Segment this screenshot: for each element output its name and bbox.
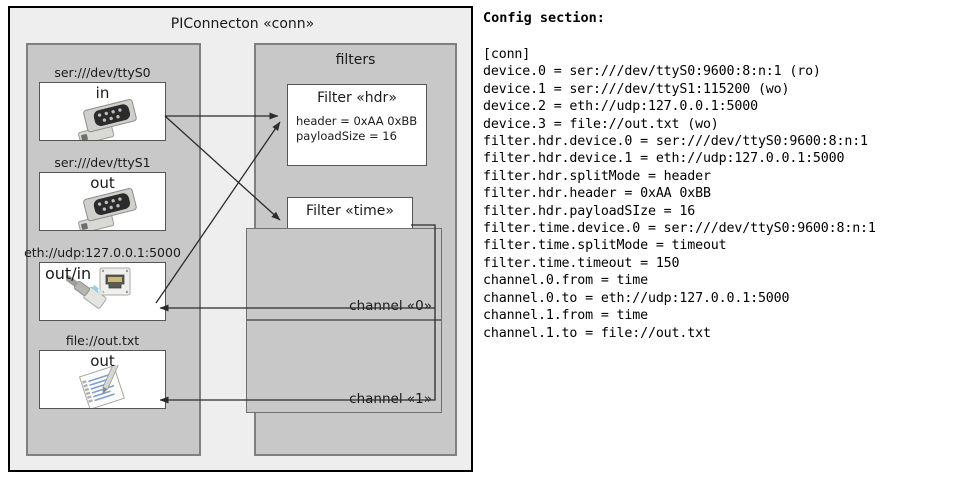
channel-1[interactable]: channel «1» — [246, 320, 442, 413]
diagram-title: PIConnecton «conn» — [170, 16, 315, 32]
config-text: [conn] device.0 = ser:///dev/ttyS0:9600:… — [483, 47, 876, 341]
device-file[interactable]: file://out.txt out — [39, 333, 166, 409]
filters-panel-title: filters — [335, 52, 376, 68]
filter-hdr-box[interactable]: Filter «hdr» header = 0xAA 0xBB payloadS… — [287, 84, 427, 166]
filter-time-title: Filter «time» — [306, 203, 394, 219]
device-file-label: file://out.txt — [65, 333, 140, 348]
channel-0-label: channel «0» — [349, 298, 432, 314]
filter-hdr-prop-header: header = 0xAA 0xBB — [296, 114, 418, 128]
piconnector-diagram: PIConnecton «conn» ser:///dev/ttyS0 in — [8, 6, 473, 472]
config-section: Config section: [conn] device.0 = ser://… — [483, 6, 958, 476]
filter-hdr-title: Filter «hdr» — [317, 90, 397, 106]
serial-port-icon — [78, 99, 137, 140]
serial-port-icon — [78, 188, 137, 230]
device-serial-0-box[interactable]: in — [39, 82, 166, 141]
devices-panel: ser:///dev/ttyS0 in — [24, 43, 201, 456]
device-serial-0[interactable]: ser:///dev/ttyS0 in — [39, 65, 166, 141]
channel-1-label: channel «1» — [349, 391, 432, 407]
device-ethernet[interactable]: eth://udp:127.0.0.1:5000 out/in — [24, 245, 181, 321]
device-serial-1[interactable]: ser:///dev/ttyS1 out — [39, 155, 166, 231]
device-serial-1-label: ser:///dev/ttyS1 — [54, 155, 151, 170]
ethernet-jack-icon — [66, 267, 131, 309]
filter-hdr-prop-payload: payloadSize = 16 — [296, 129, 397, 143]
device-ethernet-label: eth://udp:127.0.0.1:5000 — [24, 245, 181, 260]
channel-0[interactable]: channel «0» — [246, 228, 442, 320]
device-serial-0-label: ser:///dev/ttyS0 — [54, 65, 151, 80]
device-serial-1-box[interactable]: out — [39, 172, 166, 231]
text-document-icon — [78, 365, 125, 408]
device-ethernet-box[interactable]: out/in — [39, 262, 166, 321]
device-file-box[interactable]: out — [39, 350, 166, 409]
filters-panel: filters Filter «hdr» header = 0xAA 0xBB … — [246, 43, 457, 456]
config-heading: Config section: — [483, 10, 605, 26]
filter-hdr-props: header = 0xAA 0xBB payloadSize = 16 — [288, 114, 426, 144]
